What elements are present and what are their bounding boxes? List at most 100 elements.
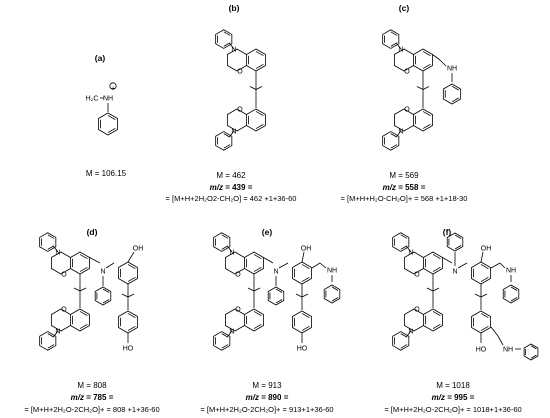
f-bond-221 xyxy=(404,308,424,332)
d-bond-111 xyxy=(47,333,55,338)
e-bond-150 xyxy=(301,325,310,331)
e-oxazine-n-161: N xyxy=(229,329,234,336)
panel-f-mz-head: m/z xyxy=(432,393,445,402)
b-bond-23 xyxy=(255,123,264,129)
f-bond-193 xyxy=(499,262,506,269)
panel-c-label: (c) xyxy=(399,3,410,13)
panel-c-mass: M = 569 xyxy=(389,171,419,180)
e-bond-132 xyxy=(278,262,289,269)
f-oxazine-n-173: N xyxy=(408,250,413,257)
f-bond-178 xyxy=(400,245,408,250)
e-bond-134 xyxy=(301,264,310,270)
c-nh-label: NH xyxy=(447,66,457,73)
e-bond-165 xyxy=(221,333,229,338)
f-nh-label-2: NH xyxy=(503,347,513,354)
e-oxazine-n-119: N xyxy=(229,250,234,257)
b-oxazine-n-11: N xyxy=(231,47,236,54)
d-bond-104 xyxy=(79,323,88,329)
f-bond-189 xyxy=(480,276,489,282)
f-ho-label: HO xyxy=(476,347,487,354)
e-oxazine-o-162: O xyxy=(235,307,241,314)
d-bond-82 xyxy=(102,288,110,293)
f-oxazine-n-222: N xyxy=(408,329,413,336)
panel-f-mz-tail: = xyxy=(470,393,475,402)
f-bond-215 xyxy=(426,287,434,292)
f-ring-168 xyxy=(423,251,443,275)
d-ring-102 xyxy=(70,308,90,332)
panel-c-mz-value: 558 xyxy=(405,183,419,192)
f-ring-182 xyxy=(446,232,464,252)
c-bond-34 xyxy=(422,51,431,57)
a-bond-3 xyxy=(107,115,116,121)
c-bond-37 xyxy=(394,48,414,72)
panel-f-mass: M = 1018 xyxy=(436,381,470,390)
panel-e-mz: m/z = 890 = xyxy=(246,393,289,402)
f-bond-188 xyxy=(480,264,489,270)
d-bridge-n: N xyxy=(100,269,105,276)
d-bond-87 xyxy=(127,264,136,270)
panel-e-mz-value: 890 xyxy=(268,393,282,402)
f-bond-211 xyxy=(530,345,537,350)
f-bond-170 xyxy=(432,266,441,272)
c-bond-45 xyxy=(432,54,441,61)
c-ring-63 xyxy=(382,131,400,151)
f-ring-202 xyxy=(471,310,491,334)
panel-d-formula: = [M+H+2H₂O-2CH₂O]+ = 808 +1+36-60 xyxy=(24,405,159,414)
d-bond-92 xyxy=(121,293,129,298)
f-bond-216 xyxy=(432,287,440,292)
f-bond-169 xyxy=(432,254,441,260)
f-oh-label: OH xyxy=(481,246,492,253)
e-bond-130 xyxy=(275,299,283,304)
f-bond-200 xyxy=(474,293,482,298)
panel-c-mz-tail: = xyxy=(421,183,426,192)
f-bond-172 xyxy=(404,251,424,275)
f-ring-225 xyxy=(392,331,410,351)
e-bond-118 xyxy=(225,251,245,275)
f-bond-186 xyxy=(457,262,468,269)
e-bond-158 xyxy=(253,323,262,329)
panel-d-label: (d) xyxy=(87,227,98,237)
a-bond-4 xyxy=(107,127,116,133)
f-bond-219 xyxy=(432,323,441,329)
panel-f-mz: m/z = 995 = xyxy=(432,393,475,402)
f-bond-226 xyxy=(400,333,408,338)
c-bond-46 xyxy=(439,59,447,67)
d-ho-label: HO xyxy=(123,346,134,353)
f-bond-207 xyxy=(490,326,499,337)
panel-d-mz-value: 785 xyxy=(93,393,107,402)
e-bond-115 xyxy=(253,254,262,260)
e-bond-143 xyxy=(331,297,339,302)
b-bond-16 xyxy=(223,42,231,47)
f-oxazine-o-223: O xyxy=(414,307,420,314)
c-ring-55 xyxy=(413,108,433,132)
panel-e-mz-head: m/z xyxy=(246,393,259,402)
b-oxazine-n-26: N xyxy=(231,129,236,136)
e-bond-135 xyxy=(301,276,310,282)
b-oxazine-o-27: O xyxy=(237,107,243,114)
f-nh-label: NH xyxy=(506,268,516,275)
f-oxazine-o-174: O xyxy=(414,272,420,279)
b-bond-8 xyxy=(255,63,264,69)
e-bond-157 xyxy=(253,311,262,317)
d-bond-101 xyxy=(79,287,87,292)
c-bond-54 xyxy=(422,86,430,90)
e-bond-124 xyxy=(221,245,229,250)
d-oxazine-o-73: O xyxy=(61,272,67,279)
panel-b-mz-value: 439 xyxy=(232,183,246,192)
f-bond-197 xyxy=(510,297,518,302)
b-oxazine-o-12: O xyxy=(237,69,243,76)
panel-b-mass: M = 462 xyxy=(216,171,246,180)
d-bond-76 xyxy=(47,234,55,239)
e-ring-128 xyxy=(267,286,285,306)
b-bond-7 xyxy=(255,51,264,57)
d-oxazine-n-72: N xyxy=(55,250,60,257)
f-bond-177 xyxy=(400,234,408,239)
panel-a-label: (a) xyxy=(95,53,106,63)
d-bond-93 xyxy=(127,293,135,298)
e-bond-155 xyxy=(253,287,261,292)
f-bond-183 xyxy=(454,234,462,239)
panel-a-mass: M = 106.15 xyxy=(86,169,127,178)
f-bond-180 xyxy=(442,257,453,264)
